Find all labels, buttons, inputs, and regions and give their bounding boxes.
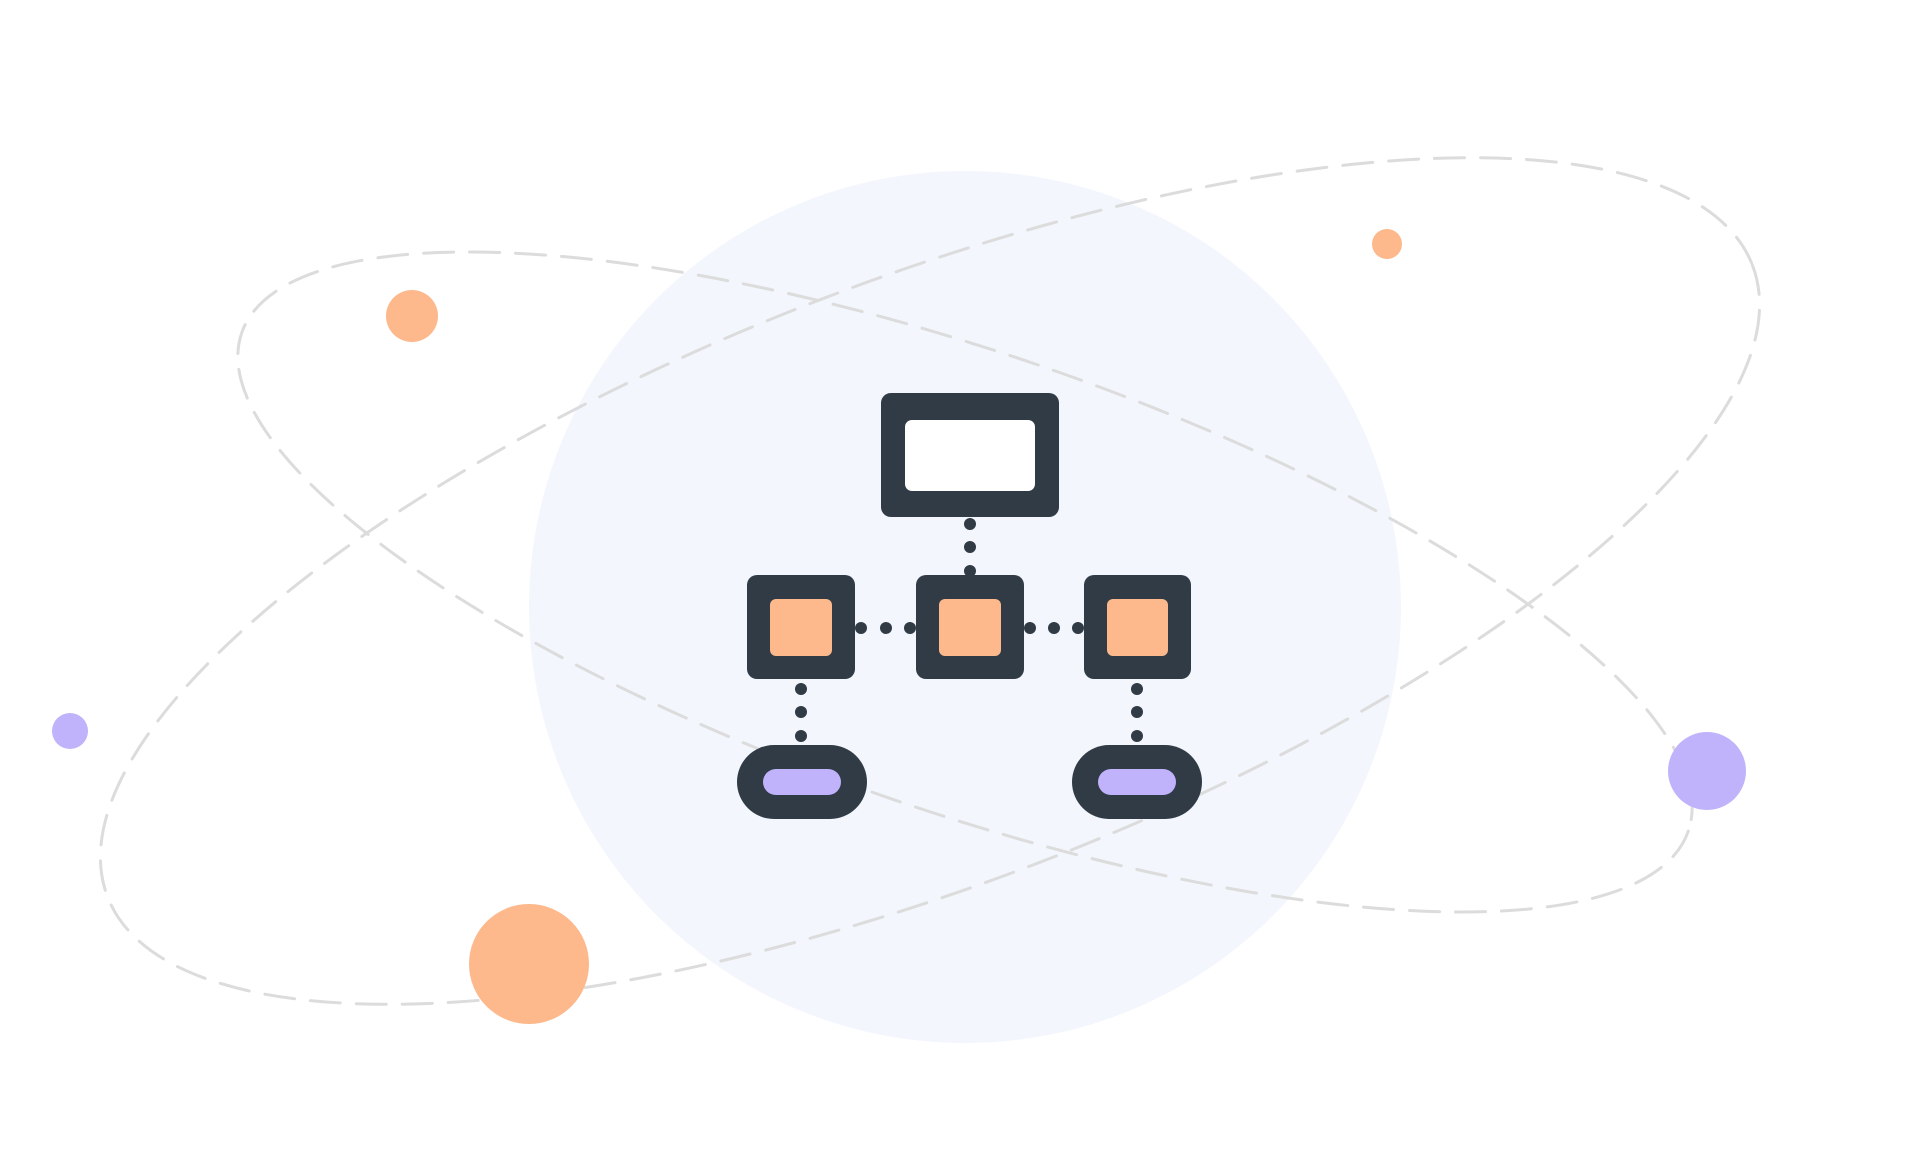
orbit-ring-2: [236, 250, 1694, 914]
planet-icon: [52, 713, 88, 749]
server-node-icon: [747, 575, 855, 679]
orbit-ring-1: [98, 156, 1762, 1006]
monitor-icon: [881, 393, 1059, 517]
planets: [52, 229, 1746, 1024]
server-node-icon: [1084, 575, 1191, 679]
connector-dots: [795, 518, 1143, 742]
planet-icon: [1372, 229, 1402, 259]
planet-icon: [469, 904, 589, 1024]
orbit-rings: [98, 156, 1762, 1006]
endpoint-icon: [1072, 745, 1202, 819]
planet-icon: [386, 290, 438, 342]
server-node-icon: [916, 575, 1024, 679]
endpoint-icon: [737, 745, 867, 819]
planet-icon: [1668, 732, 1746, 810]
